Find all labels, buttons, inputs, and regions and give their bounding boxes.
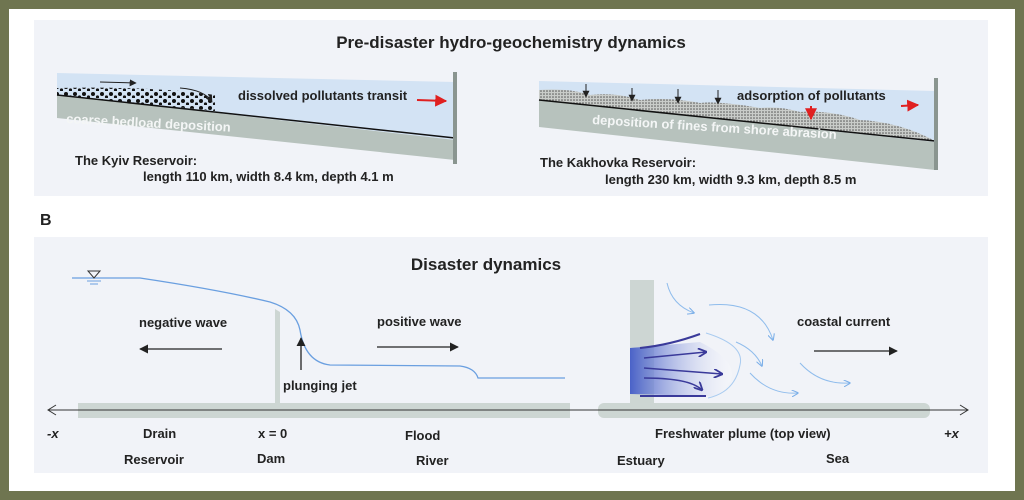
sea-label: Sea xyxy=(826,451,850,466)
kakhovka-dimensions: length 230 km, width 9.3 km, depth 8.5 m xyxy=(605,172,856,187)
kyiv-reservoir-diagram xyxy=(56,72,457,164)
bedload-gravel xyxy=(57,87,215,111)
positive-wave-label: positive wave xyxy=(377,314,462,329)
panel-b-label: B xyxy=(40,212,52,229)
plume-label: Freshwater plume (top view) xyxy=(655,426,831,441)
kyiv-dimensions: length 110 km, width 8.4 km, depth 4.1 m xyxy=(143,169,394,184)
flow-arrow xyxy=(99,79,137,87)
red-arrow-icon xyxy=(416,94,448,107)
estuary-label: Estuary xyxy=(617,453,665,468)
water-level-icon xyxy=(86,270,102,279)
axis-arrow-right-icon xyxy=(959,404,969,416)
coastal-current-label: coastal current xyxy=(797,314,891,329)
current-arrow xyxy=(735,341,762,366)
reservoir-label: Reservoir xyxy=(124,452,184,467)
kakhovka-process-label: adsorption of pollutants xyxy=(737,88,886,103)
fine-sediment xyxy=(539,89,935,141)
kakhovka-reservoir-diagram xyxy=(538,78,938,170)
flood-label: Flood xyxy=(405,428,440,443)
red-arrow-icon xyxy=(900,99,920,112)
x-zero-label: x = 0 xyxy=(258,426,287,441)
current-arrow xyxy=(666,282,694,313)
panel-b-background xyxy=(34,237,988,473)
kakhovka-bed xyxy=(539,100,935,170)
dam xyxy=(275,309,280,404)
kakhovka-name: The Kakhovka Reservoir: xyxy=(540,155,696,170)
dam-wall xyxy=(453,72,457,164)
kyiv-bed xyxy=(57,95,455,160)
kyiv-name: The Kyiv Reservoir: xyxy=(75,153,197,168)
axis-pos-label: +x xyxy=(944,426,960,441)
dam-wall xyxy=(934,78,938,170)
drain-label: Drain xyxy=(143,426,176,441)
current-arrow xyxy=(708,303,773,340)
dam-label: Dam xyxy=(257,451,285,466)
plunging-jet-label: plunging jet xyxy=(283,378,357,393)
kyiv-process-label: dissolved pollutants transit xyxy=(238,88,408,103)
water-surface xyxy=(72,277,565,379)
axis-arrow-left-icon xyxy=(47,404,57,416)
negative-wave-label: negative wave xyxy=(139,315,227,330)
flow-arrow xyxy=(179,87,213,103)
panel-b-title: Disaster dynamics xyxy=(411,255,561,274)
current-arrow xyxy=(749,372,798,393)
current-arrow xyxy=(799,362,850,383)
river-label: River xyxy=(416,453,449,468)
panel-a-title: Pre-disaster hydro-geochemistry dynamics xyxy=(336,33,686,52)
axis-neg-label: -x xyxy=(47,426,59,441)
